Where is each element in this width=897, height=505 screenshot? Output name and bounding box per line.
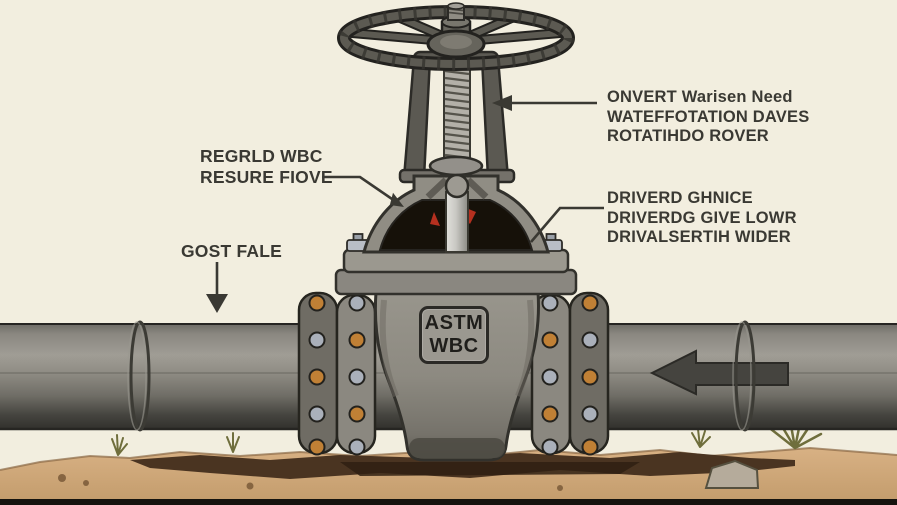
label-handwheel-line3: ROTATIHDO ROVER — [607, 127, 769, 145]
pipe-joint-rings — [127, 320, 756, 432]
ground — [0, 412, 897, 505]
valve-body — [373, 290, 540, 462]
pressure-pointer-arrow — [322, 175, 404, 207]
label-drive: DRIVERD GHNICE DRIVERDG GIVE LOWR DRIVAL… — [607, 189, 797, 248]
label-drive-line3: DRIVALSERTIH WIDER — [607, 228, 791, 246]
label-pressure-line2: RESURE FIOVE — [200, 167, 333, 187]
leader-lines — [206, 95, 604, 313]
flange-bolts — [308, 294, 366, 456]
drive-pointer-line — [530, 206, 604, 243]
handwheel — [337, 2, 575, 71]
handwheel-hub — [426, 15, 486, 59]
plate-line2: WBC — [429, 335, 479, 357]
bottom-border-strip — [0, 499, 897, 505]
label-pressure: REGRLD WBC RESURE FIOVE — [200, 146, 333, 188]
label-ground-line1: GOST FALE — [181, 241, 282, 261]
bonnet-flange — [334, 233, 578, 296]
rock — [704, 459, 760, 489]
threaded-stem — [443, 59, 471, 167]
label-drive-line1: DRIVERD GHNICE — [607, 189, 753, 207]
left-flange — [297, 291, 377, 456]
bonnet — [362, 173, 550, 254]
ground-pointer-arrow — [206, 262, 228, 313]
label-handwheel-line1: ONVERT Warisen Need — [607, 88, 793, 106]
label-handwheel: ONVERT Warisen Need WATEFFOTATION DAVES … — [607, 88, 809, 147]
label-ground: GOST FALE — [181, 241, 282, 262]
plate-line1: ASTM — [424, 312, 484, 334]
pebbles — [58, 474, 563, 491]
handwheel-pointer-arrow — [492, 95, 597, 111]
stem-top-stub — [447, 2, 465, 21]
right-flange — [530, 291, 610, 456]
valve-stem — [445, 191, 469, 253]
valve-spec-plate: ASTM WBC — [419, 306, 489, 364]
label-handwheel-line2: WATEFFOTATION DAVES — [607, 107, 810, 126]
label-pressure-line1: REGRLD WBC — [200, 146, 323, 166]
flange-bolts — [541, 294, 599, 456]
grass-tufts — [111, 412, 823, 456]
stem-clevis — [425, 173, 489, 200]
label-drive-line2: DRIVERDG GIVE LOWR — [607, 208, 797, 227]
